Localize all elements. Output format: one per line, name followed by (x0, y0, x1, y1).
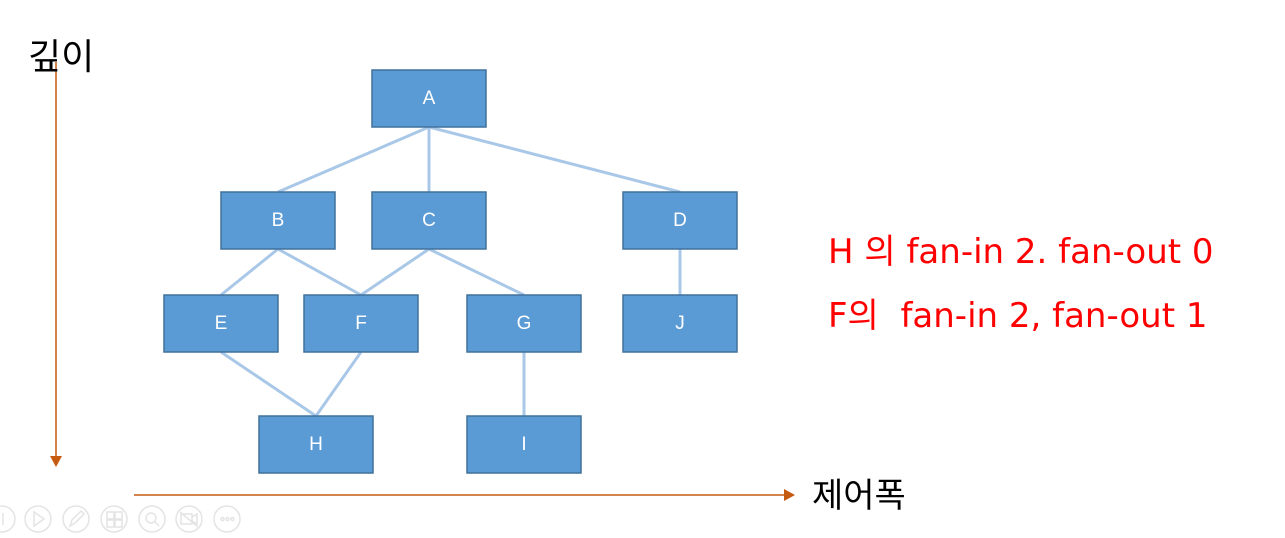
node-e: E (163, 294, 279, 353)
slideshow-toolbar (0, 505, 241, 533)
edge-f-h (314, 351, 363, 417)
control-width-axis-label: 제어폭 (812, 476, 906, 516)
width-axis-arrow (134, 489, 795, 501)
node-box (466, 294, 582, 353)
node-box (622, 294, 738, 353)
node-c: C (371, 191, 487, 250)
node-label: F (355, 313, 367, 334)
node-b: B (220, 191, 336, 250)
pen-icon[interactable] (62, 505, 90, 533)
node-i: I (466, 415, 582, 474)
node-label: A (423, 88, 436, 109)
edge-e-h (220, 350, 317, 418)
node-g: G (466, 294, 582, 353)
node-h: H (258, 415, 374, 474)
h-fan-note: H 의 fan-in 2. fan-out 0 (828, 232, 1214, 272)
node-box (371, 191, 487, 250)
node-label: D (673, 210, 687, 231)
node-label: E (215, 313, 228, 334)
node-d: D (622, 191, 738, 250)
edge-b-f (277, 247, 362, 297)
camera-off-icon[interactable] (175, 505, 203, 533)
play-icon[interactable] (24, 505, 52, 533)
node-a: A (371, 69, 487, 128)
edge-b-e (220, 247, 279, 297)
edge-c-f (360, 247, 430, 297)
edge-c-g (428, 247, 525, 297)
node-box (466, 415, 582, 474)
node-label: J (675, 313, 685, 334)
node-f: F (303, 294, 419, 353)
edge-a-b (277, 125, 430, 194)
depth-axis-arrow (50, 62, 62, 467)
node-box (258, 415, 374, 474)
more-options-icon[interactable] (213, 505, 241, 533)
node-box (622, 191, 738, 250)
node-label: B (272, 210, 285, 231)
slides-grid-icon[interactable] (100, 505, 128, 533)
nodes-layer: A B C D E F G J H I (163, 69, 738, 474)
zoom-icon[interactable] (138, 505, 166, 533)
node-label: I (521, 434, 526, 455)
depth-axis-label: 깊이 (28, 37, 95, 78)
node-box (220, 191, 336, 250)
node-label: C (422, 210, 436, 231)
edges-layer (220, 125, 682, 418)
f-fan-note: F의 fan-in 2, fan-out 1 (828, 296, 1208, 336)
node-box (303, 294, 419, 353)
node-label: G (517, 313, 532, 334)
node-box (371, 69, 487, 128)
node-box (163, 294, 279, 353)
edge-a-d (428, 125, 681, 194)
slide-back-icon[interactable] (0, 505, 16, 533)
node-j: J (622, 294, 738, 353)
node-label: H (309, 434, 323, 455)
